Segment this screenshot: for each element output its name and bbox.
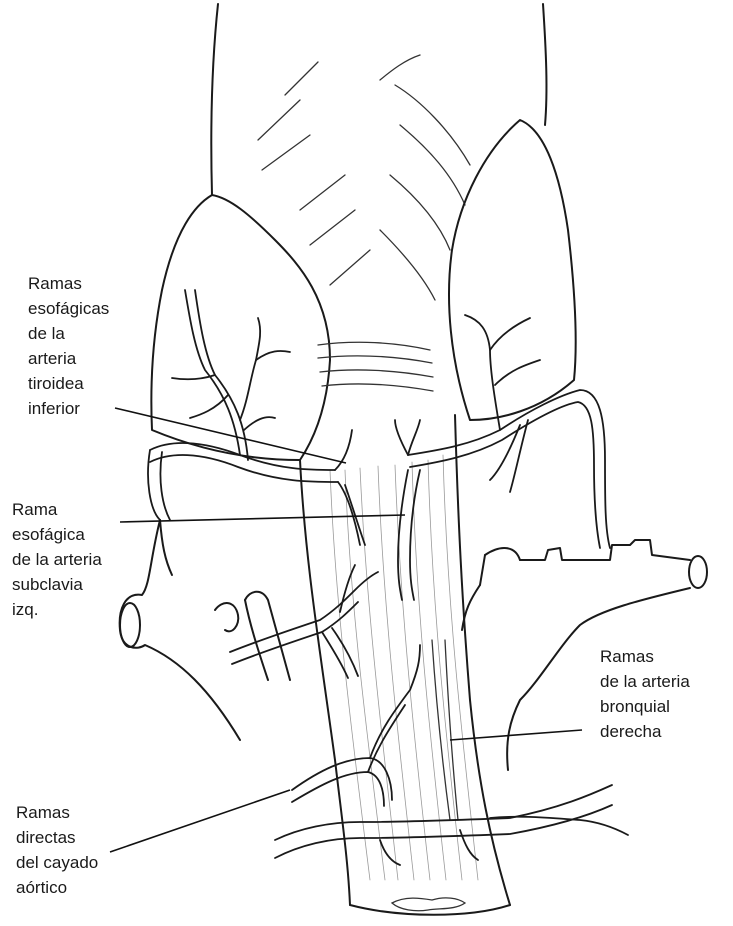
right-inferior-thyroid-branches <box>395 315 610 600</box>
label-esophageal-branches-inferior-thyroid: Ramas esofágicas de la arteria tiroidea … <box>28 271 109 421</box>
left-subclavian-artery <box>120 520 290 740</box>
aortic-arch-branches <box>275 645 628 865</box>
leader-aortic-arch <box>110 790 290 852</box>
label-esophageal-branch-left-subclavian: Rama esofágica de la arteria subclavia i… <box>12 497 102 622</box>
right-thyroid-lobe <box>449 120 576 420</box>
left-inferior-thyroid-branches <box>148 290 365 545</box>
left-subclavian-esophageal-branch <box>230 565 378 678</box>
leader-left-subclavian <box>120 515 405 522</box>
pharynx-outline <box>211 4 546 300</box>
label-direct-branches-aortic-arch: Ramas directas del cayado aórtico <box>16 800 98 900</box>
leader-lines <box>110 408 582 852</box>
label-branches-right-bronchial-artery: Ramas de la arteria bronquial derecha <box>600 644 690 744</box>
leader-bronchial <box>450 730 582 740</box>
thyroid-lobes <box>151 120 575 460</box>
